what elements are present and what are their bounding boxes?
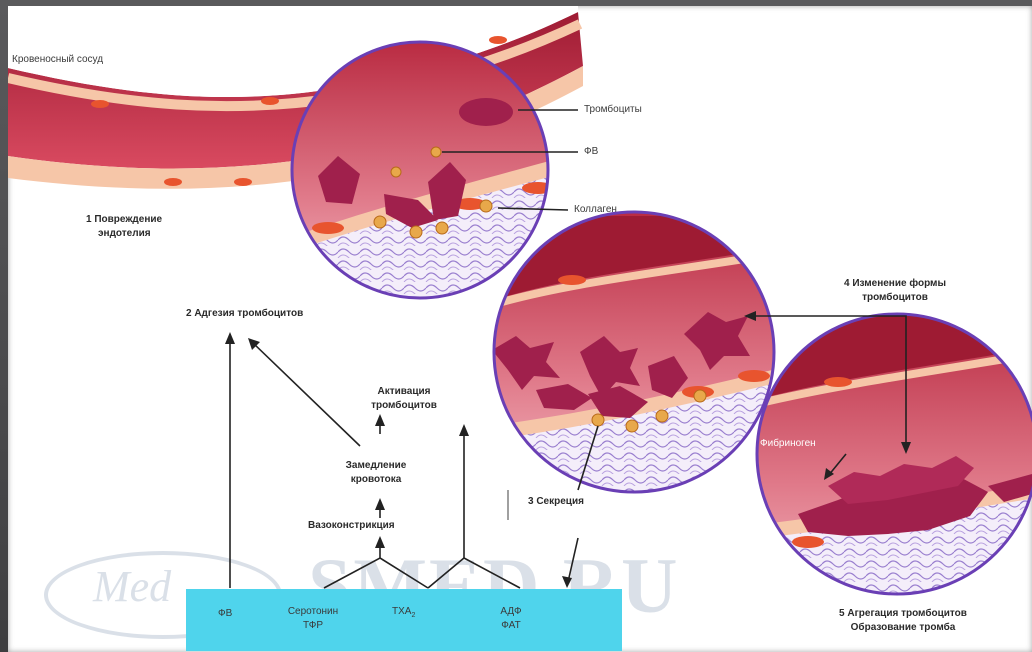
box-txa: ТХА2 <box>392 606 415 622</box>
box-fv: ФВ <box>218 608 232 620</box>
label-step1-line2: эндотелия <box>98 228 151 240</box>
label-step4-line1: 4 Изменение формы <box>800 278 990 290</box>
box-tfr: ТФР <box>278 620 348 632</box>
detail-circle-3 <box>748 306 1032 606</box>
label-vessel: Кровеносный сосуд <box>12 54 103 66</box>
label-platelets: Тромбоциты <box>584 104 642 116</box>
label-step5-line2: Образование тромба <box>788 622 1018 634</box>
label-step4-line2: тромбоцитов <box>800 292 990 304</box>
label-slowdown-line1: Замедление <box>326 460 426 472</box>
diagram-svg <box>8 6 1032 652</box>
detail-circle-2 <box>488 206 788 496</box>
label-slowdown-line2: кровотока <box>326 474 426 486</box>
label-step1-line1: 1 Повреждение <box>86 214 162 226</box>
label-fv-top: ФВ <box>584 146 598 158</box>
label-activation-line1: Активация <box>354 386 454 398</box>
label-step3: 3 Секреция <box>528 496 584 508</box>
label-fibrinogen: Фибриноген <box>760 438 816 450</box>
slide: Med SMED.RU <box>8 6 1032 652</box>
label-collagen: Коллаген <box>574 204 617 216</box>
label-step5-line1: 5 Агрегация тромбоцитов <box>788 608 1018 620</box>
box-fat: ФАТ <box>486 620 536 632</box>
box-adf: АДФ <box>486 606 536 618</box>
box-serotonin: Серотонин <box>278 606 348 618</box>
label-vasoconstriction: Вазоконстрикция <box>308 520 395 532</box>
label-step2: 2 Адгезия тромбоцитов <box>186 308 303 320</box>
label-activation-line2: тромбоцитов <box>354 400 454 412</box>
